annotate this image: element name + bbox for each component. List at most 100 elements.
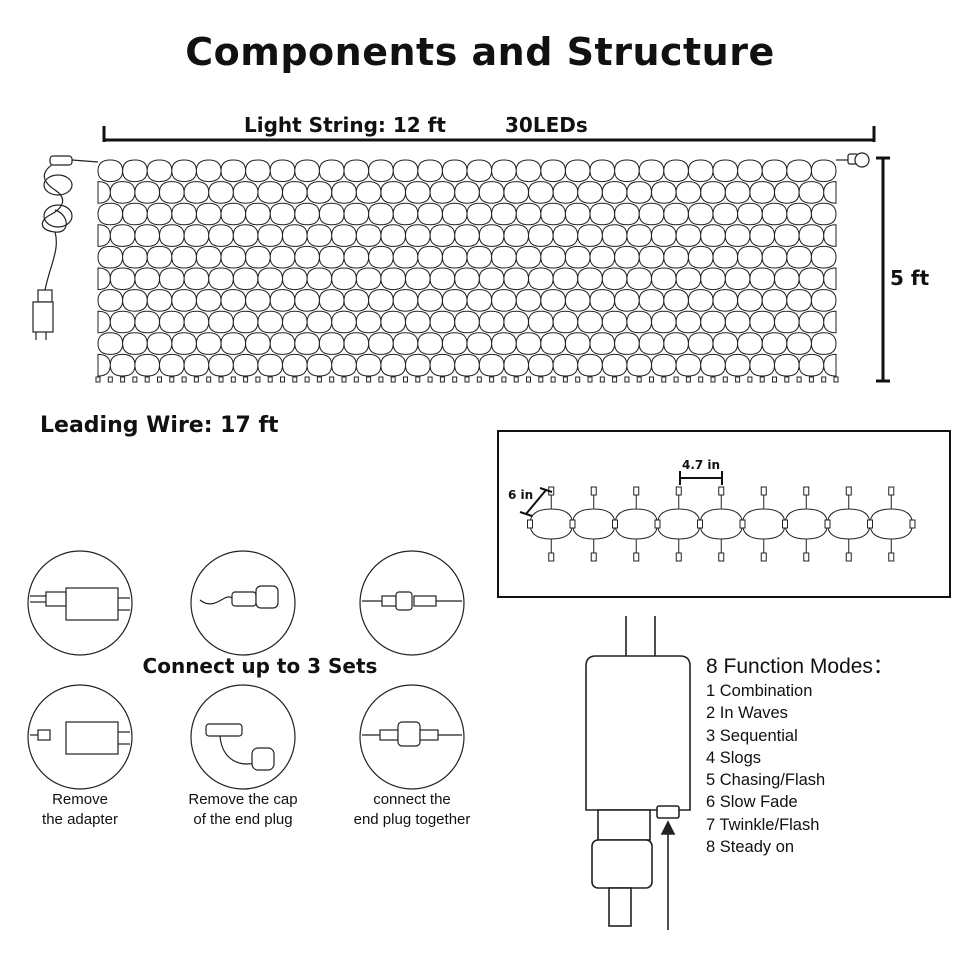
bulb (722, 376, 728, 383)
bulb (341, 376, 347, 383)
bulb (157, 376, 162, 383)
bulb (169, 376, 175, 383)
bulb (132, 376, 138, 383)
height-dimension-bar (876, 156, 890, 383)
detail-spacing-marker (519, 471, 723, 517)
bulb (439, 376, 445, 383)
bulb (452, 376, 458, 383)
detail-bulb (909, 519, 916, 529)
bulb (538, 376, 544, 383)
step-connect-plugs: connect the end plug together (342, 790, 482, 830)
step-line: connect the (373, 791, 451, 808)
detail-bulb (867, 519, 873, 529)
bulb (366, 376, 372, 383)
bulb (685, 376, 691, 383)
bulb (550, 376, 556, 383)
bulb (698, 376, 704, 383)
detail-bulb (824, 519, 831, 529)
detail-bulb (675, 552, 682, 562)
step-line: Remove the cap (188, 791, 298, 808)
bulb (316, 376, 322, 383)
modes-title: 8 Function Modes： (706, 655, 894, 678)
detail-bulb (527, 519, 533, 529)
detail-bulb (697, 519, 703, 529)
bulb (390, 376, 396, 383)
detail-bulb (782, 519, 788, 529)
bulb (649, 376, 654, 383)
bulb (575, 376, 581, 383)
detail-spacing-label: 4.7 in (682, 458, 721, 472)
bulb (218, 376, 224, 383)
mode-item: 6 Slow Fade (706, 793, 798, 812)
page-title: Components and Structure (185, 30, 775, 74)
detail-box (497, 430, 951, 598)
detail-bulb (845, 486, 852, 496)
mode-item: 3 Sequential (706, 726, 798, 745)
bulb (292, 376, 298, 383)
bulb (796, 376, 802, 383)
detail-bulb (633, 486, 640, 496)
detail-bulb (888, 486, 895, 496)
mode-item: 2 In Waves (706, 704, 788, 723)
detail-bulb (548, 552, 555, 562)
step-line: the adapter (42, 811, 118, 828)
mode-item: 5 Chasing/Flash (706, 771, 826, 790)
net-light-mesh (95, 159, 839, 383)
bulb (415, 376, 421, 383)
bulb (378, 376, 384, 383)
detail-bulb (654, 519, 661, 529)
end-plug-icon (836, 152, 870, 168)
bulb (710, 376, 716, 383)
bulb (476, 376, 482, 383)
bulb (489, 376, 495, 383)
bulb (661, 376, 667, 383)
detail-bulb (803, 552, 810, 562)
mode-item: 1 Combination (706, 682, 813, 700)
bulb (243, 376, 249, 383)
bulb (821, 376, 827, 383)
circle-cap-removed (190, 684, 296, 790)
step-line: Remove (52, 791, 108, 808)
bulb (784, 376, 790, 383)
bulb (624, 376, 630, 383)
bulb (107, 376, 113, 383)
controller-icon (585, 616, 691, 930)
bulb (673, 376, 679, 383)
bulb (280, 376, 285, 383)
bulb (181, 376, 187, 383)
detail-bulb (612, 519, 618, 529)
leading-wire-label: Leading Wire: 17 ft (40, 413, 279, 438)
bulb (513, 376, 519, 383)
mode-item: 8 Steady on (706, 838, 795, 857)
detail-bulb (590, 552, 597, 562)
modes-list: 1 Combination 2 In Waves 3 Sequential 4 … (706, 680, 825, 858)
bulb (267, 376, 273, 383)
connection-details (30, 585, 462, 771)
bulb (255, 376, 261, 383)
bulb (501, 376, 507, 383)
detail-bulb (760, 486, 767, 496)
bulb (599, 376, 605, 383)
detail-bulb (760, 552, 767, 562)
bulb (759, 376, 765, 383)
detail-bulb (739, 519, 746, 529)
detail-bulb (633, 552, 640, 562)
step-line: of the end plug (193, 811, 293, 828)
bulb (772, 376, 777, 383)
height-label: 5 ft (890, 266, 930, 290)
detail-drop-label: 6 in (508, 488, 534, 502)
bulb (636, 376, 642, 383)
led-count-label: 30LEDs (505, 113, 588, 137)
mode-item: 7 Twinkle/Flash (706, 815, 820, 834)
light-string-label: Light String: 12 ft (244, 113, 446, 137)
bulb (193, 376, 199, 383)
mode-item: 4 Slogs (706, 748, 762, 767)
detail-bulb (718, 552, 725, 562)
bulb (144, 376, 150, 383)
detail-bulb (718, 486, 725, 496)
detail-bulb (569, 519, 576, 529)
bulb (403, 376, 408, 383)
step-line: end plug together (353, 811, 471, 828)
connect-sets-label: Connect up to 3 Sets (142, 654, 378, 678)
bulb (526, 376, 531, 383)
